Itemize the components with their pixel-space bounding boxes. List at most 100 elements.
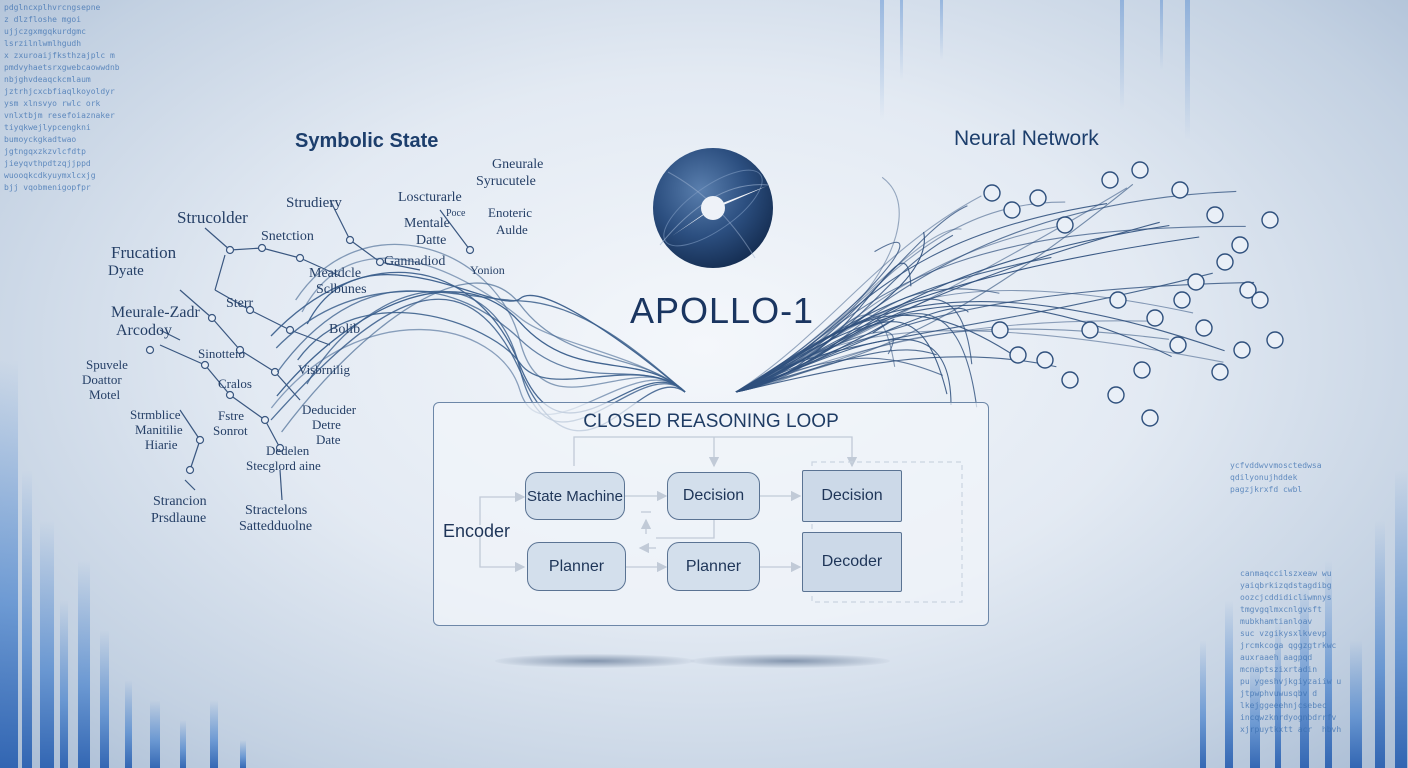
neural-edge — [735, 357, 943, 393]
glitch-column — [1350, 640, 1362, 768]
neural-node — [1261, 211, 1279, 229]
symbolic-label: Loscturarle — [398, 190, 462, 205]
tree-node — [260, 415, 270, 425]
symbolic-label: Sonrot — [213, 423, 248, 438]
tree-edge — [229, 247, 263, 251]
glitch-column — [78, 560, 90, 768]
glitch-column — [1325, 560, 1332, 768]
tree-edge — [204, 227, 231, 251]
tree-edge — [179, 409, 201, 441]
tree-node — [270, 367, 280, 377]
tree-node — [465, 245, 475, 255]
symbolic-tree — [145, 199, 475, 501]
flow-curve — [270, 298, 686, 432]
glitch-column — [180, 720, 186, 768]
tree-edge — [214, 254, 226, 291]
neural-edge — [735, 300, 1225, 393]
neural-node — [1003, 201, 1021, 219]
neural-edge — [735, 281, 1255, 393]
tree-edge — [159, 329, 181, 341]
flow-curve — [275, 290, 686, 393]
neural-node — [1173, 291, 1191, 309]
neural-node — [1131, 161, 1149, 179]
symbolic-label: Arcodoy — [116, 322, 172, 339]
neural-network-title: Neural Network — [954, 127, 1099, 150]
symbolic-label: Strmblice — [130, 407, 181, 422]
tree-edge — [439, 209, 471, 251]
symbolic-label: Syrucutele — [476, 174, 536, 189]
symbolic-label: Cralos — [218, 376, 252, 391]
symbolic-label: Gannadiod — [384, 254, 446, 269]
symbolic-label: Strudiery — [286, 195, 342, 211]
glitch-column — [125, 680, 132, 768]
tree-edge — [229, 394, 266, 421]
symbolic-flow-curves — [270, 243, 686, 433]
neural-edge — [735, 195, 982, 393]
neural-node — [1036, 351, 1054, 369]
glitch-column — [880, 0, 884, 120]
decision-output-node: Decision — [802, 470, 902, 522]
tree-node — [200, 360, 210, 370]
tree-edge — [211, 317, 241, 351]
tree-edge — [264, 419, 281, 449]
glitch-column — [150, 700, 160, 768]
glitch-column — [22, 470, 32, 768]
neural-edge — [735, 349, 937, 393]
neural-edge — [735, 320, 1149, 393]
tree-node — [185, 465, 195, 475]
glitch-column — [940, 0, 943, 60]
tree-edge — [249, 309, 291, 331]
glitch-column — [240, 740, 246, 768]
tree-node — [225, 390, 235, 400]
symbolic-label: Prsdlaune — [151, 511, 207, 526]
glitch-column — [1225, 600, 1233, 768]
neural-node — [1061, 371, 1079, 389]
symbolic-label: Strancion — [153, 494, 207, 509]
symbolic-label: Stecglord aine — [246, 458, 321, 473]
symbolic-label: Manitilie — [135, 422, 183, 437]
loop-title: CLOSED REASONING LOOP — [583, 411, 839, 432]
glitch-column — [1300, 580, 1309, 768]
encoder-label: Encoder — [443, 521, 511, 541]
neural-network-graph — [735, 161, 1284, 427]
tree-edge — [261, 247, 301, 259]
flow-curve — [276, 291, 686, 397]
neural-node — [1233, 341, 1251, 359]
symbolic-label: Sinotteio — [198, 346, 245, 361]
neural-node — [1169, 336, 1187, 354]
tree-edge — [184, 479, 196, 491]
neural-node — [1101, 171, 1119, 189]
neural-node — [1211, 363, 1229, 381]
glitch-column — [900, 0, 903, 80]
symbolic-label: Aulde — [496, 222, 528, 237]
flow-curve — [301, 257, 686, 393]
symbolic-label: Motel — [89, 387, 121, 402]
tree-node — [345, 235, 355, 245]
tree-edge — [299, 257, 341, 277]
symbolic-label: Fstre — [218, 408, 244, 423]
code-noise-text: ycfvddwvvmosctedwsa qdilyonujhddek pagzj… — [1230, 461, 1322, 494]
neural-edge — [735, 236, 1200, 393]
tree-node — [195, 435, 205, 445]
neural-node — [1266, 331, 1284, 349]
tree-node — [145, 345, 155, 355]
neural-edge — [735, 183, 1134, 393]
symbolic-label: Sterr — [226, 296, 254, 311]
planner-node-left: Planner — [527, 542, 626, 591]
tree-edge — [289, 329, 331, 346]
glitch-column — [100, 630, 109, 768]
tree-node — [235, 345, 245, 355]
code-noise-text: pdglncxplhvrcngsepne z dlzfloshe mgoi uj… — [4, 3, 120, 192]
flow-curve — [295, 243, 686, 393]
tree-edge — [329, 199, 351, 241]
apollo-title: APOLLO-1 — [630, 290, 815, 331]
symbolic-label: Enoteric — [488, 205, 533, 220]
neural-node — [1231, 236, 1249, 254]
symbolic-label: Stractelons — [245, 503, 308, 518]
planner-node-mid: Planner — [667, 542, 760, 591]
symbolic-label: Meurale-Zadr — [111, 304, 200, 321]
tree-edge — [274, 371, 301, 401]
symbolic-label: Sclbunes — [316, 282, 367, 297]
neural-node — [991, 321, 1009, 339]
